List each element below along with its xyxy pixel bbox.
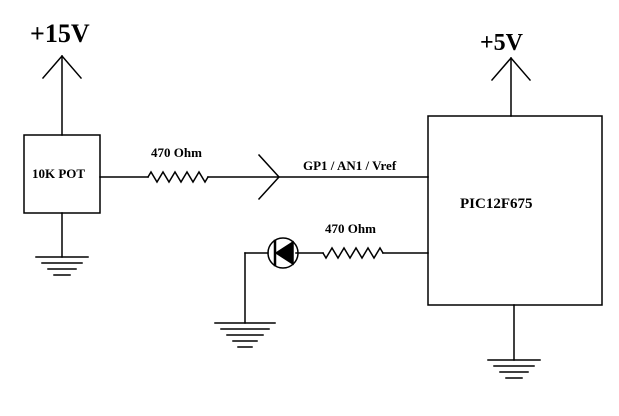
pot-label: 10K POT [32, 166, 85, 181]
pot-to-pic-wire [99, 153, 429, 201]
ic-label: PIC12F675 [460, 196, 533, 212]
signal-label: GP1 / AN1 / Vref [303, 158, 397, 173]
signal-arrow-head [257, 153, 281, 201]
ground-symbol-pic [487, 304, 541, 379]
supply-arrow-5v [490, 56, 532, 117]
ground-symbol-pot [35, 212, 89, 276]
supply-label-5v: +5V [480, 30, 524, 56]
resistor-bottom-label: 470 Ohm [325, 221, 376, 236]
supply-arrow-15v [41, 54, 83, 136]
supply-label-15v: +15V [30, 19, 90, 48]
led-icon [267, 237, 299, 269]
resistor-bottom [321, 246, 385, 260]
ground-symbol-led [214, 322, 276, 348]
led-circuit-wire [244, 246, 429, 324]
pic-chip [427, 115, 603, 306]
resistor-top [146, 170, 210, 184]
resistor-top-label: 470 Ohm [151, 145, 202, 160]
